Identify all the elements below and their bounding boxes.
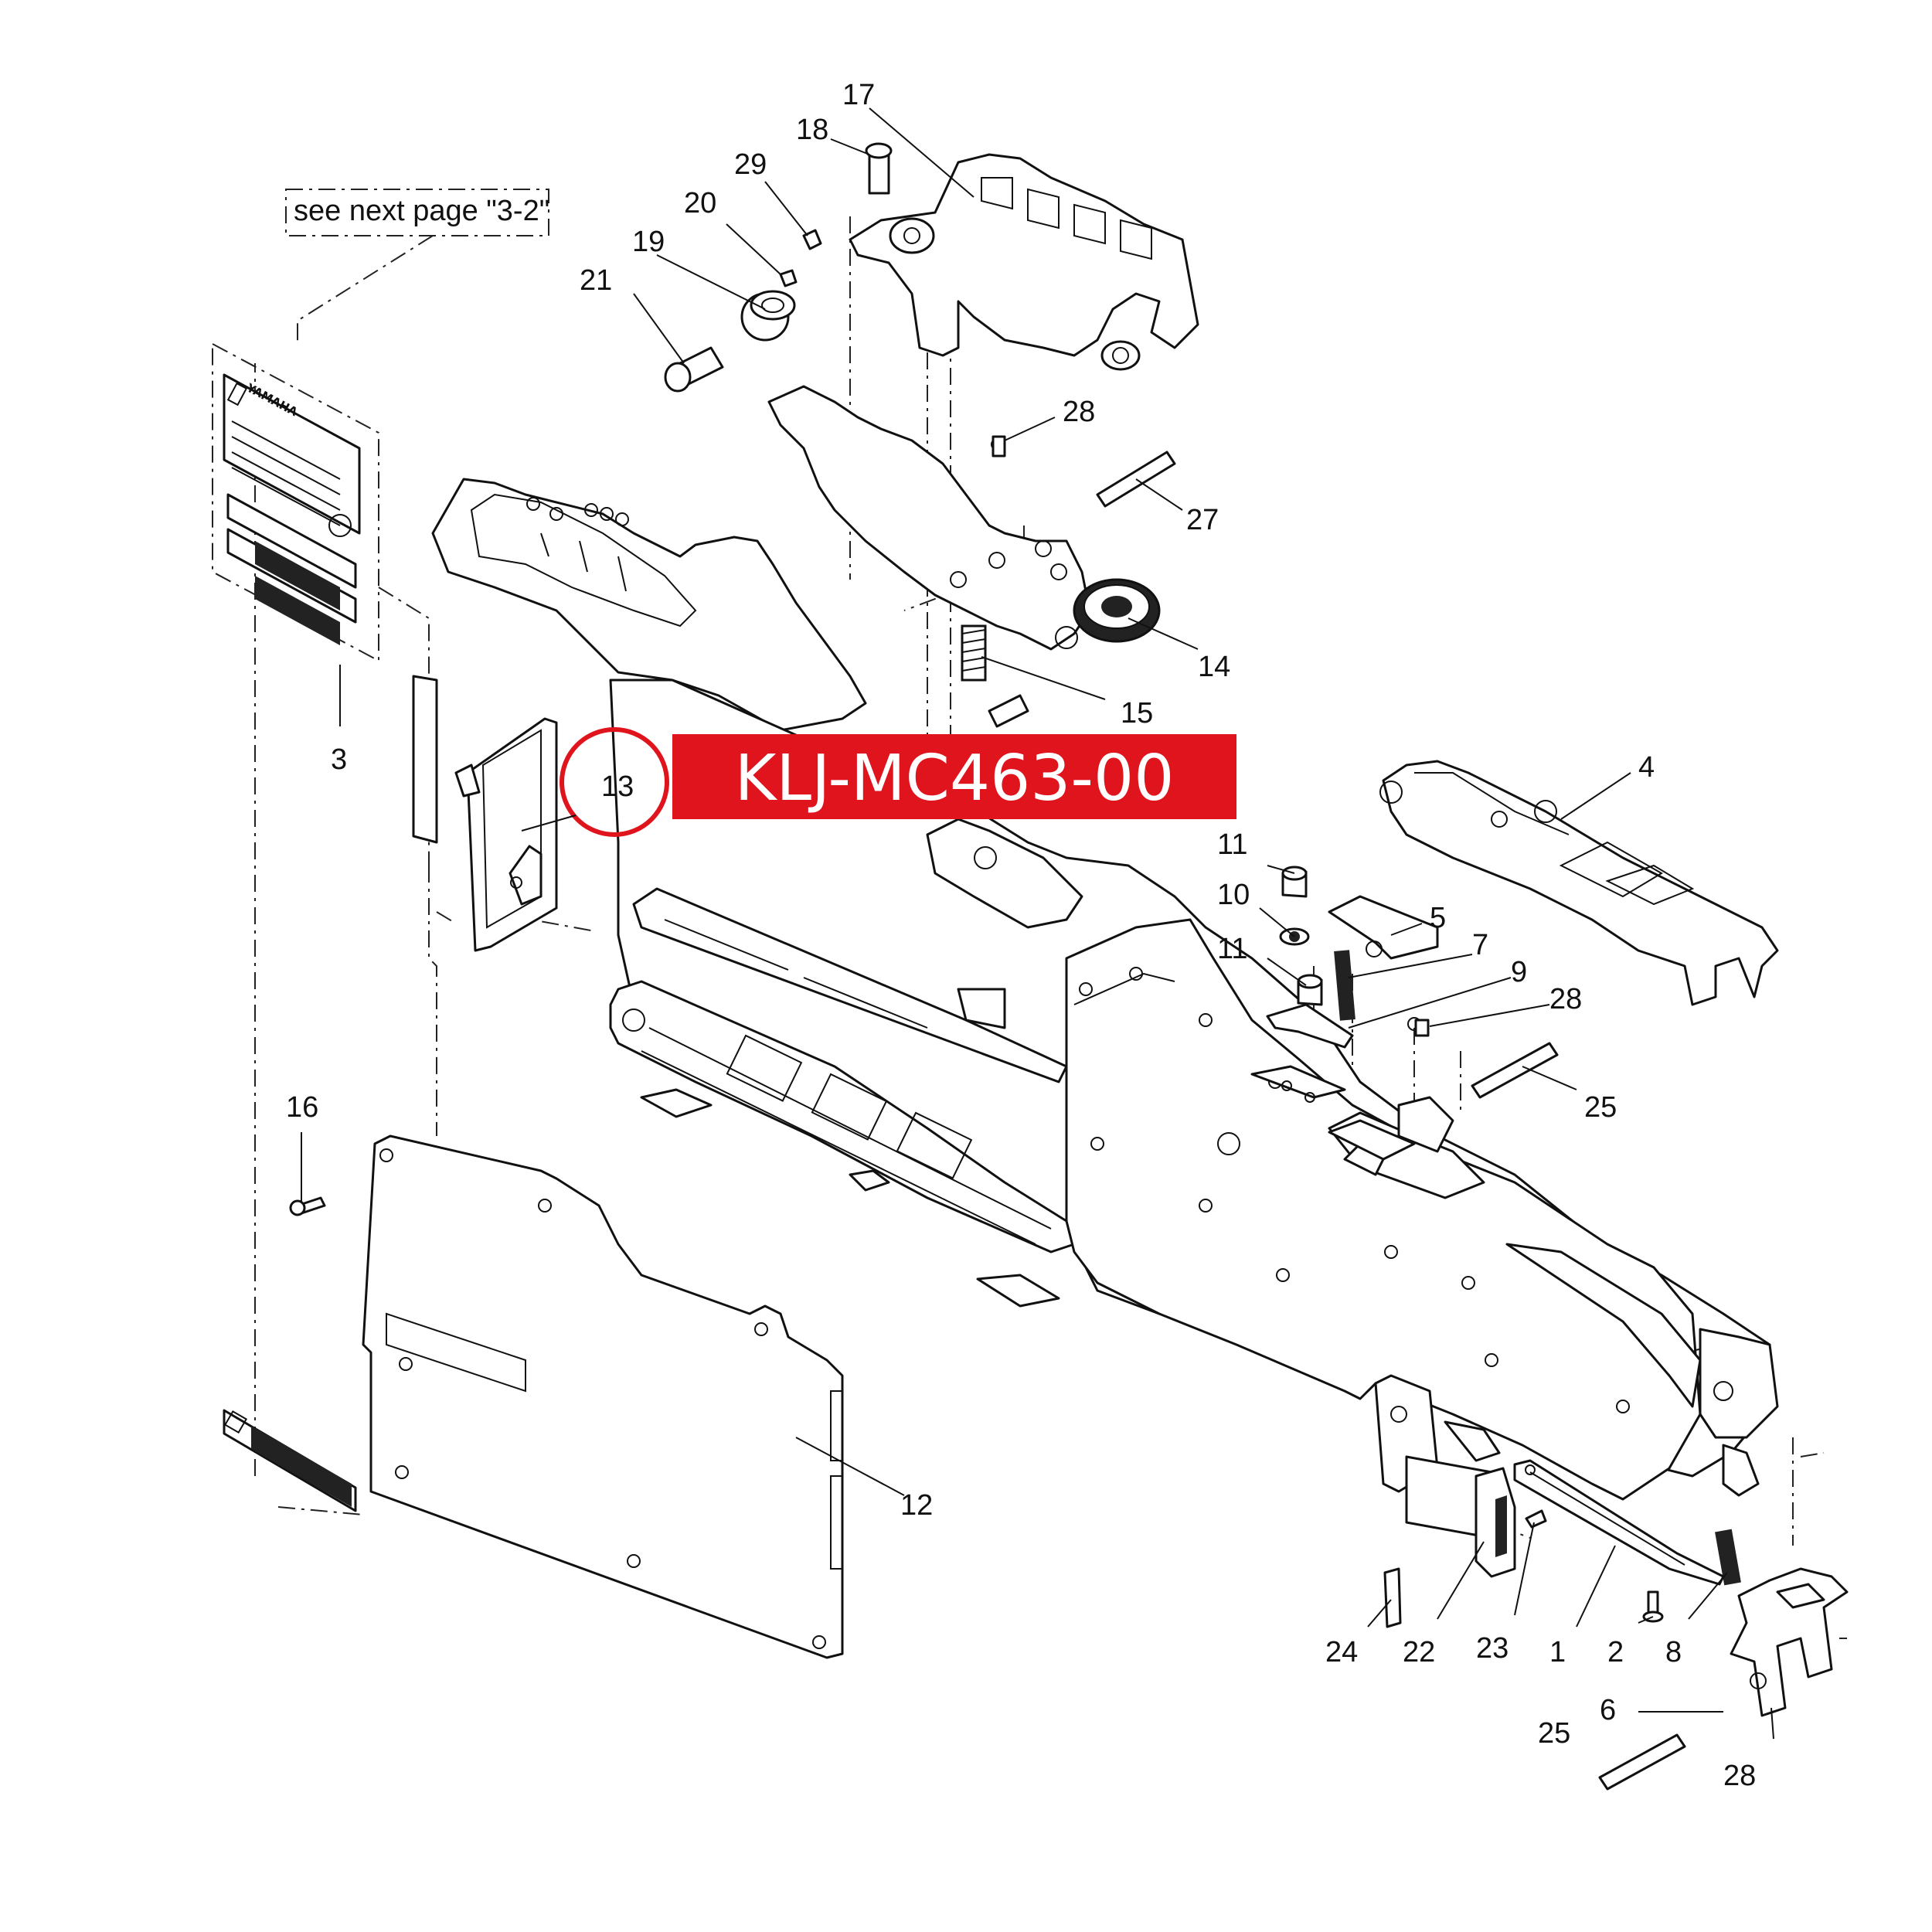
handle-part — [849, 153, 1199, 371]
barcode-upper — [255, 541, 340, 645]
callout-24: 24 — [1325, 1636, 1358, 1668]
part-number-banner: KLJ-MC463-00 — [672, 734, 1236, 819]
callout-3: 3 — [331, 743, 347, 776]
fasteners — [289, 142, 1777, 1791]
small-parts-cluster — [991, 438, 1439, 1161]
callout-4: 4 — [1638, 751, 1655, 784]
feeder-main-body — [431, 478, 1779, 1501]
callout-15: 15 — [1121, 697, 1153, 730]
callout-1: 1 — [1549, 1636, 1566, 1668]
part-number-text: KLJ-MC463-00 — [735, 742, 1175, 815]
callout-28-bottom: 28 — [1723, 1760, 1756, 1792]
callout-2: 2 — [1607, 1636, 1624, 1668]
callout-13: 13 — [601, 770, 634, 803]
callout-6: 6 — [1600, 1694, 1616, 1726]
part-number-banner-bg — [672, 734, 1236, 819]
callout-11-lower: 11 — [1217, 933, 1247, 965]
callout-29: 29 — [734, 148, 767, 181]
callout-7: 7 — [1472, 929, 1488, 961]
pressure-cover-part — [1379, 760, 1779, 1006]
callout-16: 16 — [286, 1091, 318, 1124]
label-plate: YAMAHA — [212, 342, 379, 662]
callout-22: 22 — [1403, 1636, 1435, 1668]
callout-28-top: 28 — [1063, 396, 1095, 428]
callout-25-right: 25 — [1584, 1091, 1617, 1124]
callout-8: 8 — [1665, 1636, 1682, 1668]
drive-gear-part — [1073, 578, 1161, 643]
callout-17: 17 — [842, 79, 875, 111]
barcode-strip — [223, 675, 438, 1512]
callout-28-right: 28 — [1549, 983, 1582, 1015]
callout-18: 18 — [796, 114, 828, 146]
callout-11-upper: 11 — [1217, 828, 1247, 861]
cross-reference-text: see next page "3-2" — [294, 195, 549, 227]
callout-5: 5 — [1430, 902, 1446, 934]
callout-25-bottom: 25 — [1538, 1717, 1570, 1750]
callout-27: 27 — [1186, 504, 1219, 536]
callout-10: 10 — [1217, 879, 1250, 911]
callout-23: 23 — [1476, 1632, 1509, 1665]
front-parts — [1383, 1455, 1849, 1717]
callout-14: 14 — [1198, 651, 1230, 683]
cross-reference-box — [285, 189, 549, 236]
leader-lines — [301, 107, 1774, 1740]
callout-labels: 17 18 29 20 19 21 28 27 14 15 3 4 13 11 … — [286, 79, 1756, 1792]
callout-20: 20 — [684, 187, 716, 219]
side-cover-part — [362, 1134, 844, 1659]
callout-19: 19 — [632, 226, 665, 258]
callout-9: 9 — [1511, 956, 1527, 988]
callout-21: 21 — [580, 264, 612, 297]
lever-arm-part — [767, 385, 1091, 651]
highlight-circle — [560, 727, 669, 837]
guide-cover-part — [454, 717, 558, 952]
cross-reference-note: see next page "3-2" — [285, 189, 549, 236]
callout-12: 12 — [900, 1489, 933, 1522]
